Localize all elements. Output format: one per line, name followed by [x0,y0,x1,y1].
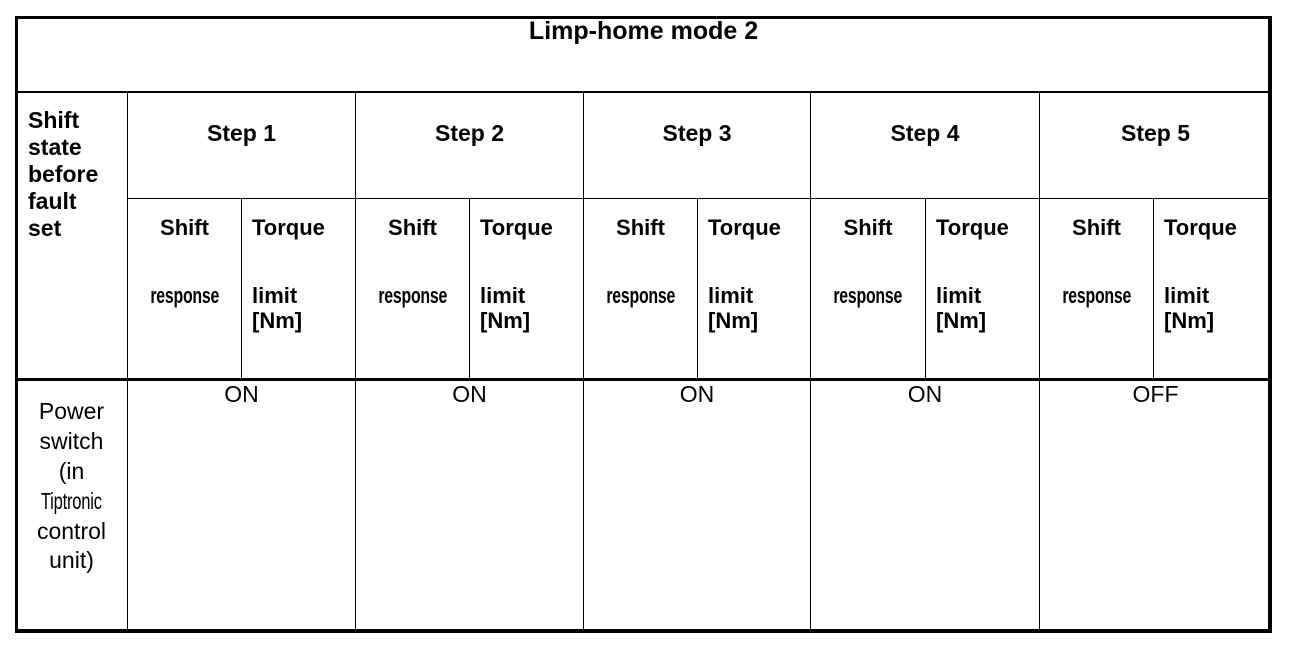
subheader-torque-label-5: Torque [1164,215,1237,240]
subheader-response-label-2: response [378,282,447,308]
subheader-response-label-5: response [1062,282,1131,308]
table-title: Limp-home mode 2 [14,16,1273,93]
column-header-step-4-label: Step 4 [890,120,960,146]
subheader-shift-label-1: Shift [160,215,209,240]
subheader-shift-label-2: Shift [388,215,437,240]
limp-home-mode-table-container: Limp-home mode 2 Shift state before faul… [14,16,1273,633]
cell-power-switch-step-2: ON [355,380,584,633]
subheader-limit-label-3: limit [708,282,754,308]
row-header-power-switch-line-2: switch [39,427,104,454]
column-header-step-4-torque-limit: Torque limit [Nm] [925,198,1040,381]
subheader-limit-label-2: limit [480,282,526,308]
subheader-limit-label-5: limit [1164,282,1210,308]
row-header-shift-state-line1: Shift [28,107,80,133]
row-header-power-switch-line-6: unit) [49,547,94,574]
column-header-step-2-label: Step 2 [434,120,505,146]
row-header-shift-state: Shift state before fault set [15,92,128,381]
column-header-step-5-shift-response: Shift response [1039,198,1154,381]
row-header-fault: fault [28,187,77,214]
column-header-step-3-label: Step 3 [662,120,732,146]
limp-home-mode-table: Limp-home mode 2 Shift state before faul… [14,16,1273,633]
subheader-shift-label-4: Shift [843,215,893,240]
row-header-set: set [28,214,62,241]
column-header-step-2: Step 2 [355,92,584,199]
column-header-step-3: Step 3 [583,92,811,199]
column-header-step-1-label: Step 1 [206,120,277,146]
subheader-torque-label-2: Torque [480,215,553,240]
cell-power-switch-step-1: ON [127,380,356,633]
row-header-power-switch-line-5: control [36,517,107,544]
subheader-response-label-4: response [833,282,903,308]
row-header-power-switch: Power switch (in Tiptronic control unit) [15,380,128,633]
subheader-nm-label-4: [Nm] [936,308,987,334]
column-header-step-3-shift-response: Shift response [583,198,698,381]
subheader-torque-label-4: Torque [936,215,1009,240]
row-header-power-switch-line-1: Power [38,398,105,424]
row-header-before: before [28,160,99,187]
cell-power-switch-step-4: ON [810,380,1040,633]
subheader-nm-label-2: [Nm] [480,308,531,334]
subheader-nm-label-1: [Nm] [252,308,303,334]
row-header-power-switch-line-4: Tiptronic [41,487,102,514]
table-step-header-row: Shift state before fault set Step 1 [15,92,1273,381]
column-header-step-1-torque-limit: Torque limit [Nm] [241,198,356,381]
column-header-step-5-torque-limit: Torque limit [Nm] [1152,198,1273,381]
subheader-nm-label-3: [Nm] [708,308,759,334]
cell-power-switch-step-3: ON [583,380,811,633]
subheader-limit-label-4: limit [936,282,982,308]
column-header-step-1: Step 1 [127,92,356,199]
column-header-step-5: Step 5 [1038,92,1273,199]
subheader-response-label-1: response [150,282,219,308]
subheader-shift-label-3: Shift [616,215,665,240]
table-subheader-row: Shift response Torque limit [Nm] [16,198,1273,381]
row-header-shift-state-line2: state [28,133,82,160]
row-header-power-switch-line-3: (in [58,457,85,484]
subheader-nm-label-5: [Nm] [1164,308,1215,334]
subheader-shift-label-5: Shift [1072,215,1121,240]
column-header-step-4-shift-response: Shift response [810,198,926,381]
subheader-limit-label-1: limit [252,282,298,308]
table-row: Power switch (in Tiptronic control unit)… [15,380,1273,633]
column-header-step-2-shift-response: Shift response [355,198,470,381]
column-header-step-1-shift-response: Shift response [127,198,242,381]
subheader-torque-label-3: Torque [708,215,781,240]
column-header-step-5-label: Step 5 [1121,120,1191,146]
column-header-step-2-torque-limit: Torque limit [Nm] [469,198,584,381]
column-header-step-4: Step 4 [810,92,1040,199]
subheader-torque-label-1: Torque [252,215,325,240]
table-title-row: Limp-home mode 2 [14,16,1273,93]
column-header-step-3-torque-limit: Torque limit [Nm] [697,198,811,381]
cell-power-switch-step-5: OFF [1038,380,1273,633]
subheader-response-label-3: response [606,282,675,308]
